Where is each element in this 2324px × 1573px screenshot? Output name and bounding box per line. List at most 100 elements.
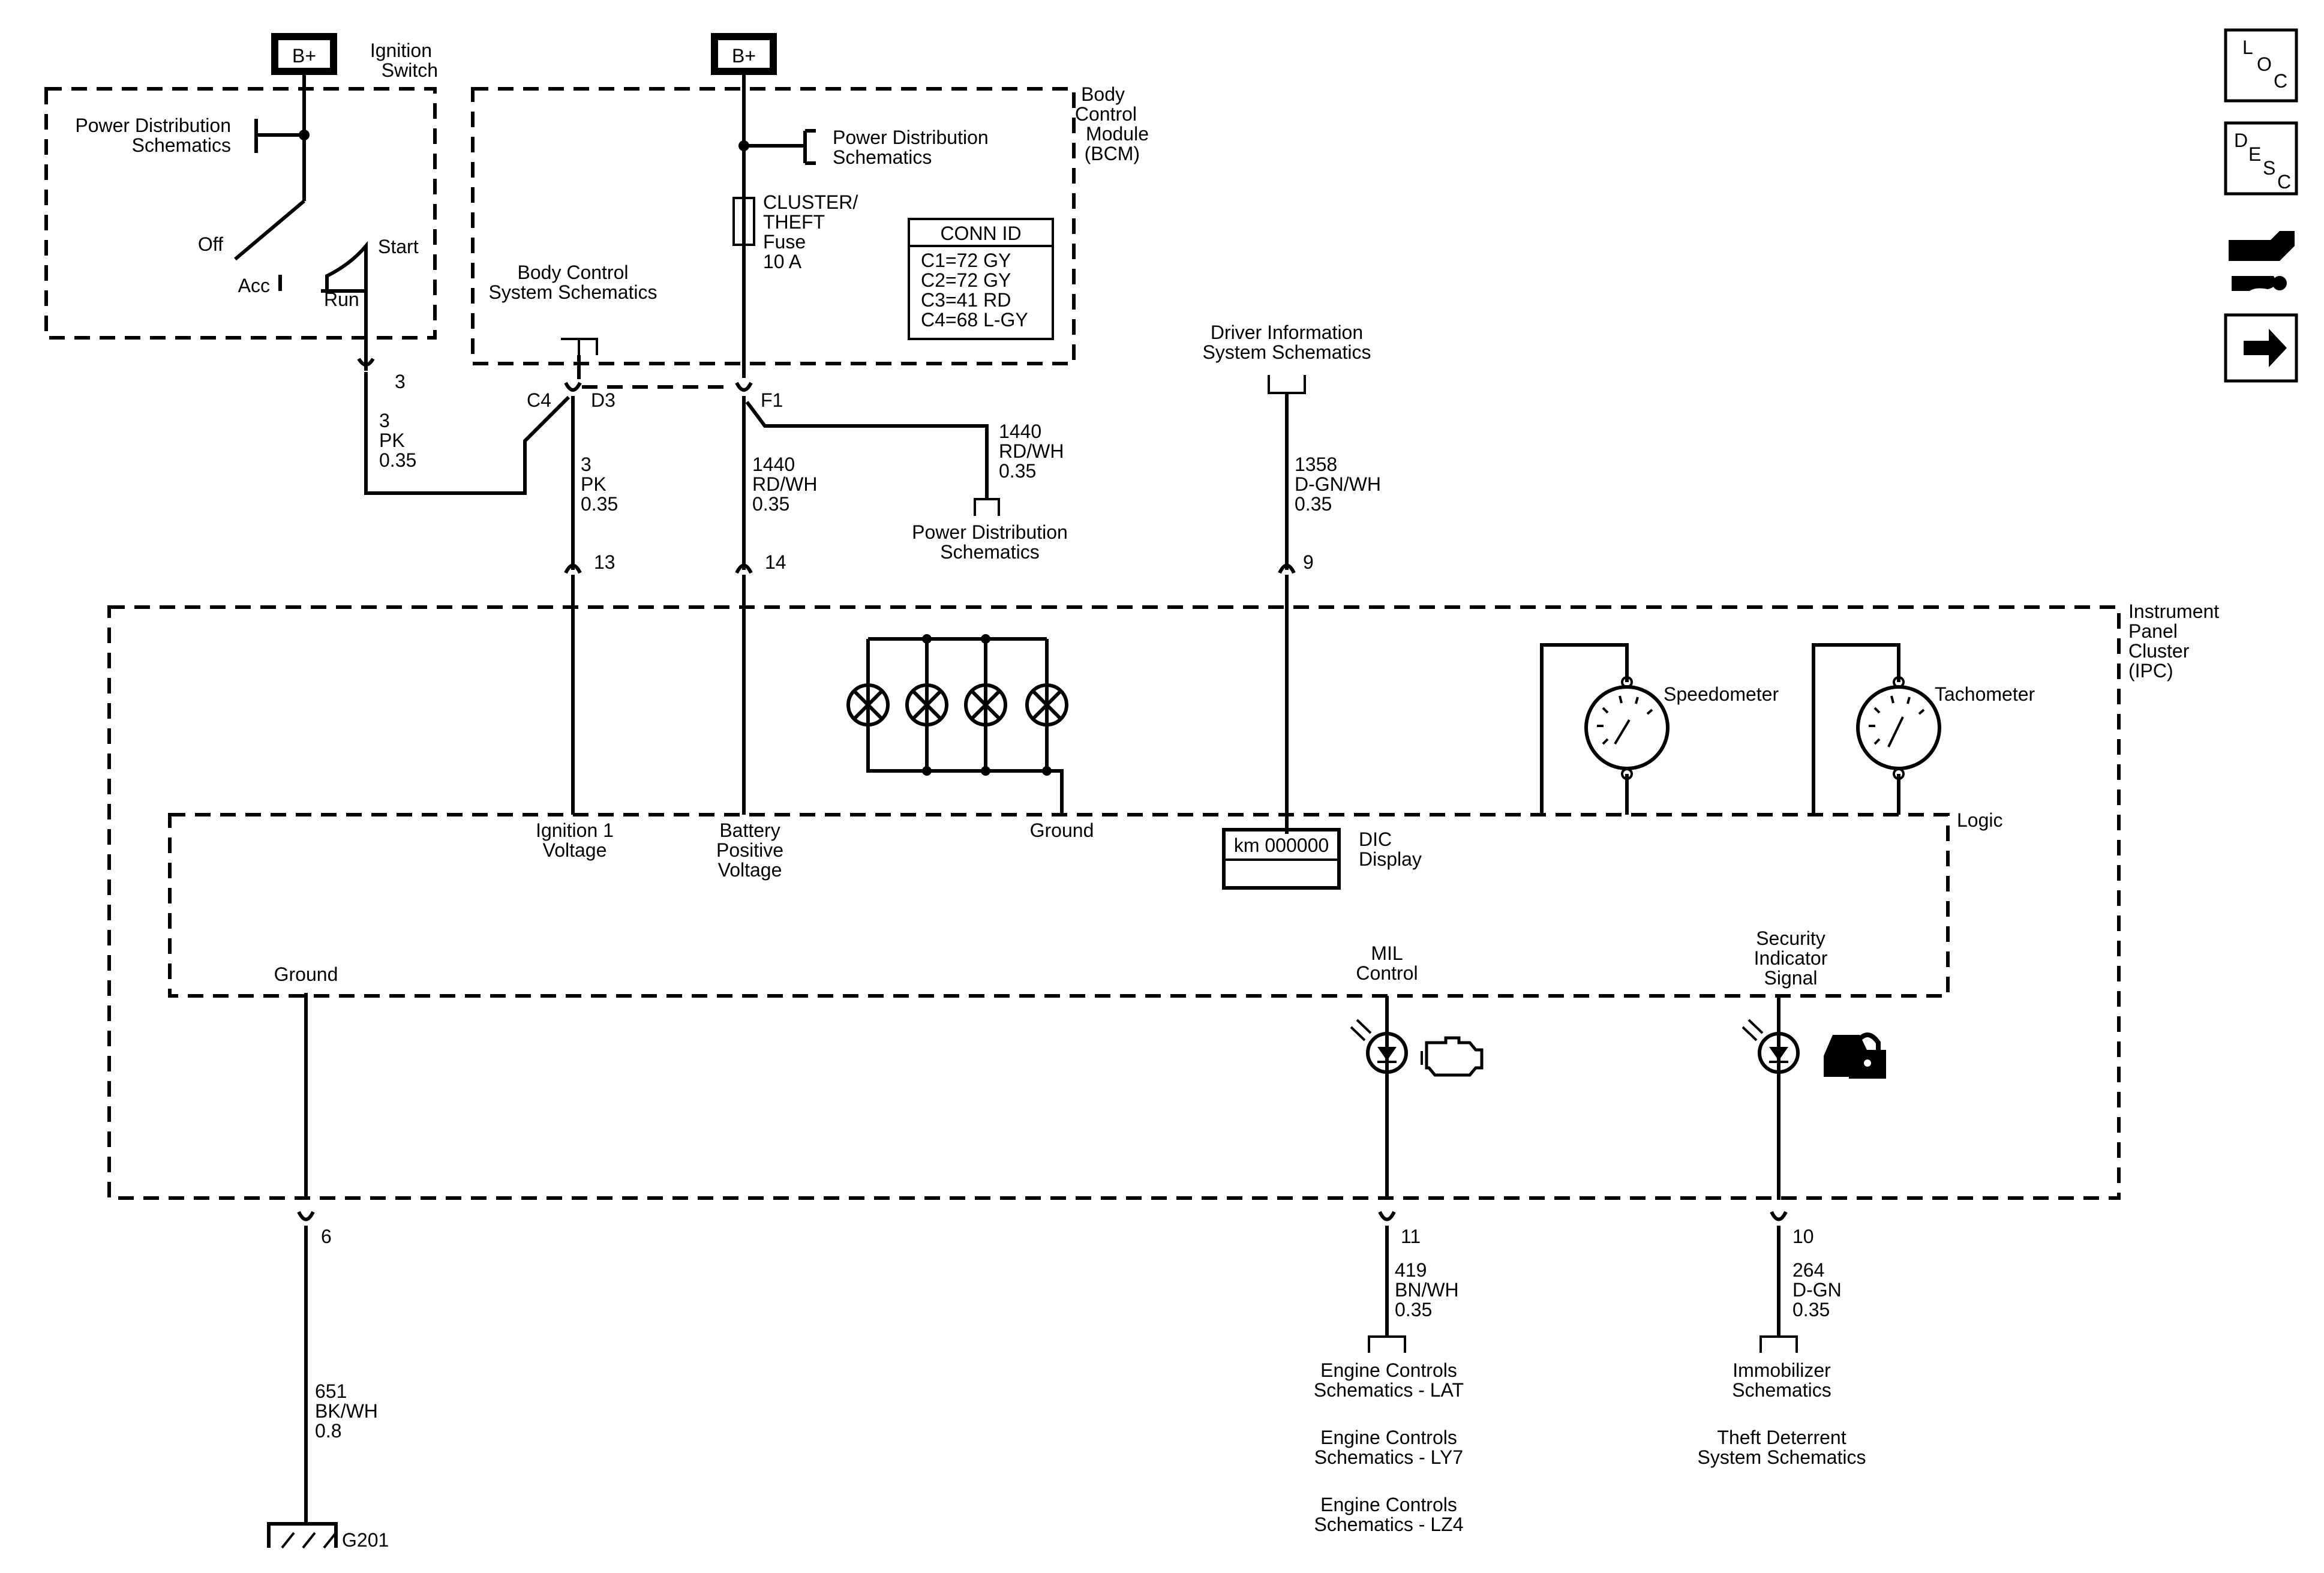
conn-id-row: C3=41 RD	[921, 289, 1011, 311]
ipc-title: Cluster	[2128, 640, 2190, 662]
pd-ref: Power Distribution	[912, 521, 1068, 543]
connector-pin	[1378, 1211, 1396, 1221]
battery-voltage-label: Voltage	[718, 859, 782, 881]
ignition-voltage-label: Ignition 1	[536, 819, 614, 841]
ipc-title: (IPC)	[2128, 660, 2173, 682]
bcs-ref: System Schematics	[489, 281, 657, 303]
immobilizer-ref: Immobilizer	[1733, 1359, 1831, 1381]
dic-label: Display	[1359, 848, 1422, 870]
loc-button[interactable]: L O C	[2224, 28, 2298, 103]
bcm-boundary	[471, 87, 1076, 365]
battery-voltage-label: Battery	[719, 819, 780, 841]
bulb-icon	[964, 634, 1007, 776]
connector-wrench-icon[interactable]	[2229, 228, 2295, 291]
ignition-switch-boundary	[44, 87, 437, 340]
pd-ref-bracket	[974, 498, 1000, 516]
conn-id-row: C4=68 L-GY	[921, 309, 1028, 331]
ec-lz4-ref: Engine Controls	[1320, 1494, 1457, 1515]
pd-ref: Power Distribution	[833, 127, 989, 148]
mil-label: Control	[1356, 962, 1418, 984]
speedometer-gauge: Speedometer	[1540, 643, 1779, 815]
arrow-right-icon	[2244, 329, 2287, 367]
bulb-icon	[905, 634, 948, 776]
desc-letter: E	[2248, 143, 2261, 165]
led-icon	[1758, 1032, 1800, 1074]
pd-ref: Power Distribution	[75, 115, 231, 136]
illumination-lamps	[846, 634, 1068, 813]
pd-ref: Schematics	[940, 541, 1039, 563]
security-indicator	[1742, 996, 1886, 1200]
fuse-label: Fuse	[763, 231, 806, 253]
lamp-ground-label: Ground	[1030, 819, 1094, 841]
desc-button[interactable]: D E S C	[2224, 121, 2298, 196]
dic-label: DIC	[1359, 828, 1392, 850]
immobilizer-ref: Schematics	[1732, 1379, 1831, 1401]
switch-start-label: Start	[378, 236, 419, 257]
fuse-label: THEFT	[763, 211, 825, 233]
ignition-switch: Ignition Switch Power Distribution Schem…	[75, 40, 438, 354]
wire-color: D-GN/WH	[1295, 473, 1381, 495]
bplus-label: B+	[732, 45, 756, 67]
desc-letter: C	[2277, 171, 2291, 193]
wire-gauge: 0.35	[752, 493, 789, 515]
ec-lz4-ref: Schematics - LZ4	[1314, 1514, 1464, 1535]
ec-ref-bracket	[1368, 1335, 1406, 1353]
wire-color: RD/WH	[999, 440, 1064, 462]
bcm-title: Body	[1081, 83, 1125, 105]
ground-id: G201	[342, 1529, 389, 1551]
loc-letter: O	[2257, 53, 2272, 75]
bcm-title: (BCM)	[1085, 143, 1140, 164]
battery-voltage-label: Positive	[716, 839, 783, 861]
car-lock-icon	[1824, 1032, 1886, 1079]
pin-label: 14	[765, 551, 786, 573]
desc-letter: D	[2234, 130, 2248, 151]
ignition-switch-title: Ignition	[370, 40, 432, 61]
wire-color: BK/WH	[315, 1400, 378, 1422]
ipc-boundary	[107, 605, 2121, 1200]
wire-number: 1440	[999, 421, 1041, 442]
logic-ground-label: Ground	[274, 963, 338, 985]
pin-label: 3	[395, 371, 406, 392]
wire-gauge: 0.35	[1295, 493, 1332, 515]
security-label: Security	[1756, 927, 1825, 949]
dis-ref: System Schematics	[1203, 341, 1371, 363]
ignition-switch-title: Switch	[382, 59, 438, 81]
connector-pin	[735, 563, 753, 574]
wire-color: RD/WH	[752, 473, 817, 495]
wire-gauge: 0.35	[581, 493, 618, 515]
run-start-contact	[321, 241, 368, 293]
next-button[interactable]	[2224, 313, 2298, 383]
wire-ign-switch	[364, 372, 571, 495]
wire-number: 264	[1792, 1259, 1824, 1281]
bcs-ref: Body Control	[518, 262, 629, 283]
conn-id-title: CONN ID	[940, 223, 1021, 244]
wire-number: 419	[1395, 1259, 1427, 1281]
fuse-label: 10 A	[763, 251, 802, 272]
ec-lat-ref: Schematics - LAT	[1314, 1379, 1464, 1401]
wire-number: 3	[581, 454, 591, 475]
desc-letter: S	[2263, 157, 2275, 179]
wire-color: PK	[581, 473, 606, 495]
switch-contact	[234, 199, 305, 261]
wire-number: 1440	[752, 454, 795, 475]
bcs-ref-bracket	[561, 338, 598, 355]
gauge-icon	[1584, 685, 1670, 770]
connector-pin	[564, 382, 582, 392]
wire-gauge: 0.35	[999, 460, 1036, 482]
pd-ref: Schematics	[132, 134, 231, 156]
connector-pin	[297, 1211, 315, 1221]
switch-off-label: Off	[198, 233, 223, 255]
check-engine-icon	[1421, 1036, 1484, 1077]
wire-number: 3	[379, 410, 390, 431]
connector-pin	[1278, 563, 1296, 574]
wire-color: D-GN	[1792, 1279, 1842, 1301]
wire-gauge: 0.8	[315, 1420, 341, 1442]
bcm-module: Body Control Module (BCM) Power Distribu…	[732, 75, 1149, 378]
mil-indicator	[1350, 996, 1484, 1200]
connector-pin	[564, 563, 582, 574]
wire-gauge: 0.35	[1792, 1299, 1830, 1320]
switch-acc-label: Acc	[238, 275, 270, 296]
ec-lat-ref: Engine Controls	[1320, 1359, 1457, 1381]
bcm-title: Module	[1086, 123, 1149, 145]
wire-gauge: 0.35	[1395, 1299, 1432, 1320]
